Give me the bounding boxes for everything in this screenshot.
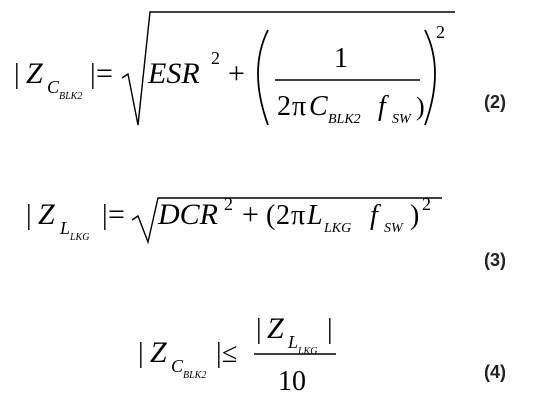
esr-exponent: 2	[211, 48, 220, 68]
lkg-subscript-num: LKG	[297, 346, 317, 357]
abs-bar-right: |	[216, 338, 222, 369]
denominator-two: 2	[277, 91, 291, 122]
abs-bar-left: |	[26, 200, 32, 231]
capacitance-c: C	[309, 91, 328, 122]
capacitor-subscript: C	[47, 77, 60, 97]
leq-sign: ≤	[222, 338, 237, 369]
plus-sign: +	[228, 57, 245, 90]
impedance-symbol: Z	[26, 57, 43, 90]
denominator-ten: 10	[278, 366, 306, 397]
sw-sub: SW	[392, 112, 412, 127]
lkg-subscript: LKG	[69, 232, 89, 243]
pi-symbol: π	[291, 200, 305, 231]
equals-sign: =	[108, 198, 125, 231]
impedance-symbol: Z	[38, 198, 55, 231]
blk2-sub: BLK2	[328, 112, 361, 127]
close-paren: )	[410, 200, 419, 231]
abs-bar-right: |	[90, 59, 96, 90]
equation-number-2: (2)	[484, 92, 506, 112]
dcr-term: DCR	[157, 198, 218, 231]
outer-exponent: 2	[436, 22, 445, 42]
equation-2: | Z C BLK2 | = ESR 2 + 1 2 π C BLK2 f SW…	[14, 11, 455, 127]
right-paren	[424, 29, 436, 126]
abs-bar-left-num: |	[256, 314, 262, 345]
pi-symbol: π	[292, 91, 306, 122]
blk2-subscript: BLK2	[59, 91, 82, 102]
equation-number-3: (3)	[484, 250, 506, 270]
esr-term: ESR	[147, 57, 200, 90]
impedance-symbol: Z	[150, 336, 167, 369]
capacitor-subscript: C	[171, 356, 184, 376]
equation-4: | Z C BLK2 | ≤ | Z L LKG | 10	[138, 312, 336, 397]
abs-bar-left: |	[14, 59, 20, 90]
denominator-close-paren: )	[416, 92, 425, 121]
lkg-sub: LKG	[323, 221, 351, 236]
inductor-subscript: L	[59, 218, 70, 238]
abs-bar-right: |	[102, 200, 108, 231]
plus-sign: +	[242, 198, 259, 231]
radical-sign	[121, 11, 455, 126]
numerator-one: 1	[334, 43, 348, 74]
left-paren	[257, 29, 269, 126]
impedance-symbol-num: Z	[267, 312, 284, 345]
frequency-f: f	[378, 91, 389, 122]
open-paren: (	[266, 200, 275, 231]
blk2-subscript: BLK2	[183, 370, 206, 381]
two-coefficient: 2	[276, 200, 290, 231]
outer-exponent: 2	[422, 194, 431, 214]
abs-bar-right-num: |	[327, 314, 333, 345]
frequency-f: f	[370, 200, 381, 231]
radical-sign	[131, 197, 442, 245]
equation-3: | Z L LKG | = DCR 2 + ( 2 π L LKG f SW )…	[26, 194, 442, 245]
equation-number-4: (4)	[484, 362, 506, 382]
sw-sub: SW	[384, 221, 404, 236]
inductance-l: L	[306, 200, 323, 231]
inductor-subscript-num: L	[287, 332, 298, 352]
dcr-exponent: 2	[224, 194, 233, 214]
abs-bar-left: |	[138, 338, 144, 369]
equals-sign: =	[96, 57, 113, 90]
